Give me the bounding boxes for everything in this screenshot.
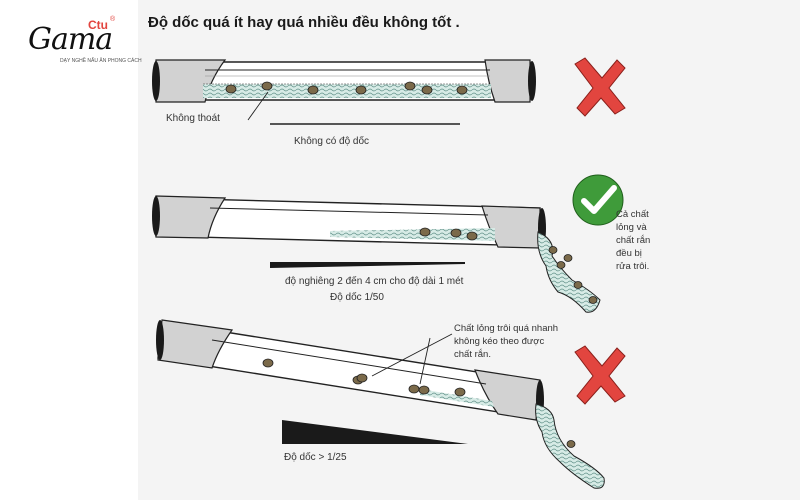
outflow-steep [535, 403, 605, 489]
label-fast-flow: Chất lỏng trôi quá nhanh không kéo theo … [454, 322, 558, 361]
logo-accent: Ctu [88, 18, 108, 32]
label-outcome: Cả chất lỏng và chất rắn đều bị rửa trôi… [616, 208, 678, 273]
outcome-line: chất rắn [616, 235, 651, 246]
leader-line [247, 91, 269, 121]
note-line: chất rắn. [454, 349, 491, 360]
slope-wedge-ideal [270, 262, 465, 268]
cross-icon [574, 345, 626, 405]
note-line: không kéo theo được [454, 336, 545, 347]
solids-ideal [419, 227, 478, 241]
check-icon [572, 174, 624, 226]
logo-registered: ® [110, 16, 116, 23]
logo-wordmark: Gama [28, 22, 113, 57]
cross-icon [574, 57, 626, 117]
outcome-line: lỏng và [616, 222, 647, 233]
water-stagnant [203, 84, 491, 98]
outcome-line: Cả chất [616, 209, 649, 220]
solids-outflow [548, 246, 598, 304]
label-no-drain: Không thoát [166, 113, 220, 124]
note-line: Chất lỏng trôi quá nhanh [454, 323, 559, 334]
label-slope-steep: Độ dốc > 1/25 [284, 452, 347, 463]
label-incline: độ nghiêng 2 đến 4 cm cho độ dài 1 mét [285, 276, 464, 287]
page-title: Độ dốc quá ít hay quá nhiều đều không tố… [148, 14, 460, 31]
outcome-line: rửa trôi. [616, 261, 650, 272]
pipe-ideal [152, 195, 546, 249]
outflow-ideal [537, 231, 601, 313]
label-no-slope: Không có độ dốc [294, 136, 370, 147]
logo-tagline: DẠY NGHỀ NẤU ĂN PHONG CÁCH [60, 58, 142, 64]
solids-steep [262, 358, 466, 397]
leader-line [371, 333, 453, 377]
outcome-line: đều bị [616, 248, 642, 259]
solids-flat [225, 81, 468, 95]
leader-line [419, 337, 431, 385]
slope-wedge-steep [282, 420, 468, 444]
label-slope-ideal: Độ dốc 1/50 [330, 292, 384, 303]
pipe-flat [152, 59, 536, 103]
